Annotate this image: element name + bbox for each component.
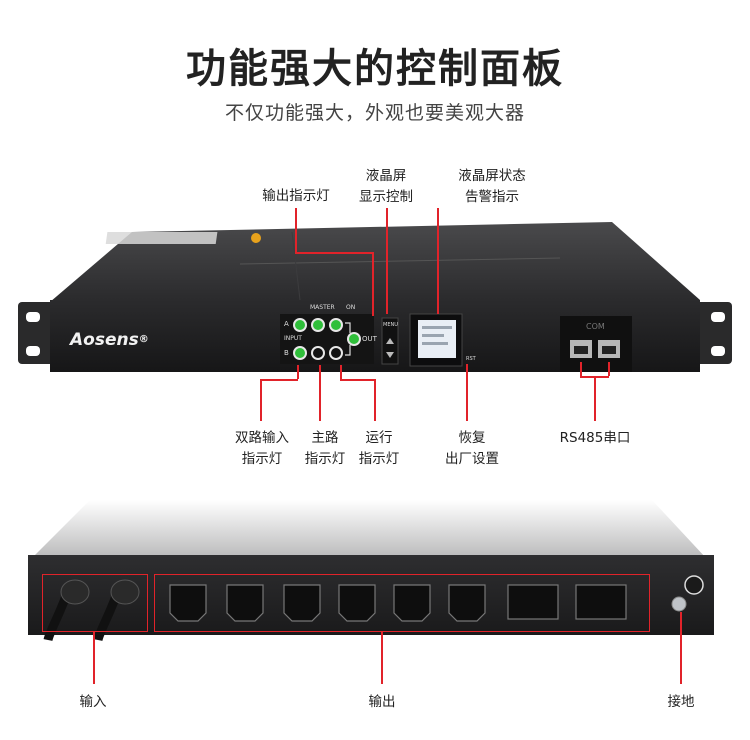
callout-lcd-alarm-l2: 告警指示 [465,189,519,205]
panel-out-text: OUT [362,335,377,343]
bracket-output [154,574,650,632]
leader-output [381,632,383,684]
leader-ground [680,612,682,684]
bracket-input [42,574,148,632]
leader-dual-input-v [260,379,262,421]
page-title: 功能强大的控制面板 [186,46,564,92]
callout-dual-input-l1: 双路输入 [235,430,289,446]
leader-run-h [340,379,374,381]
leader-reset [466,364,468,421]
brand-logo: Aosens® [70,330,149,350]
callout-rs485: RS485串口 [559,430,631,446]
callout-ground: 接地 [667,694,695,710]
callout-dual-input-l2: 指示灯 [241,451,283,467]
lcd-screen [409,313,463,367]
callout-master-l2: 指示灯 [304,451,346,467]
leader-output-led [295,208,297,252]
rear-unit [28,500,714,642]
panel-com-text: COM [586,322,605,331]
callout-master-l1: 主路 [311,430,339,446]
leader-lcd-control [386,208,388,314]
menu-button-group [381,317,399,365]
indicator-panel [280,314,374,364]
callout-reset-l2: 出厂设置 [445,451,499,467]
leader-master [319,365,321,421]
panel-master-text: MASTER [310,304,335,311]
leader-output-led-h [295,252,372,254]
panel-menu-text: MENU [383,322,398,328]
leader-run-a [340,365,342,379]
callout-output: 输出 [368,694,396,710]
panel-on-text: ON [346,304,356,311]
callout-run-l2: 指示灯 [358,451,400,467]
front-unit-top [50,222,700,302]
leader-input [93,632,95,684]
leader-dual-input-h [260,379,298,381]
callout-run-l1: 运行 [365,430,393,446]
leader-run-v [374,379,376,421]
leader-rs485-a [580,362,582,376]
callout-lcd-control-l1: 液晶屏 [365,168,407,184]
callout-reset-l1: 恢复 [458,430,486,446]
callout-input: 输入 [79,694,107,710]
page-subtitle: 不仅功能强大，外观也要美观大器 [224,102,525,124]
leader-rs485-b [608,362,610,376]
panel-rst-text: RST [466,356,476,362]
leader-rs485-v [594,376,596,421]
panel-input-text: INPUT [284,335,302,342]
panel-row-a-text: A [284,320,289,328]
leader-output-led-v [372,252,374,316]
panel-row-b-text: B [284,349,289,357]
callout-lcd-control-l2: 显示控制 [359,189,413,205]
callout-lcd-alarm-l1: 液晶屏状态 [458,168,526,184]
callout-output-led: 输出指示灯 [262,188,330,204]
com-port-group [560,316,632,372]
leader-lcd-alarm [437,208,439,314]
leader-dual-input-a [297,365,299,379]
